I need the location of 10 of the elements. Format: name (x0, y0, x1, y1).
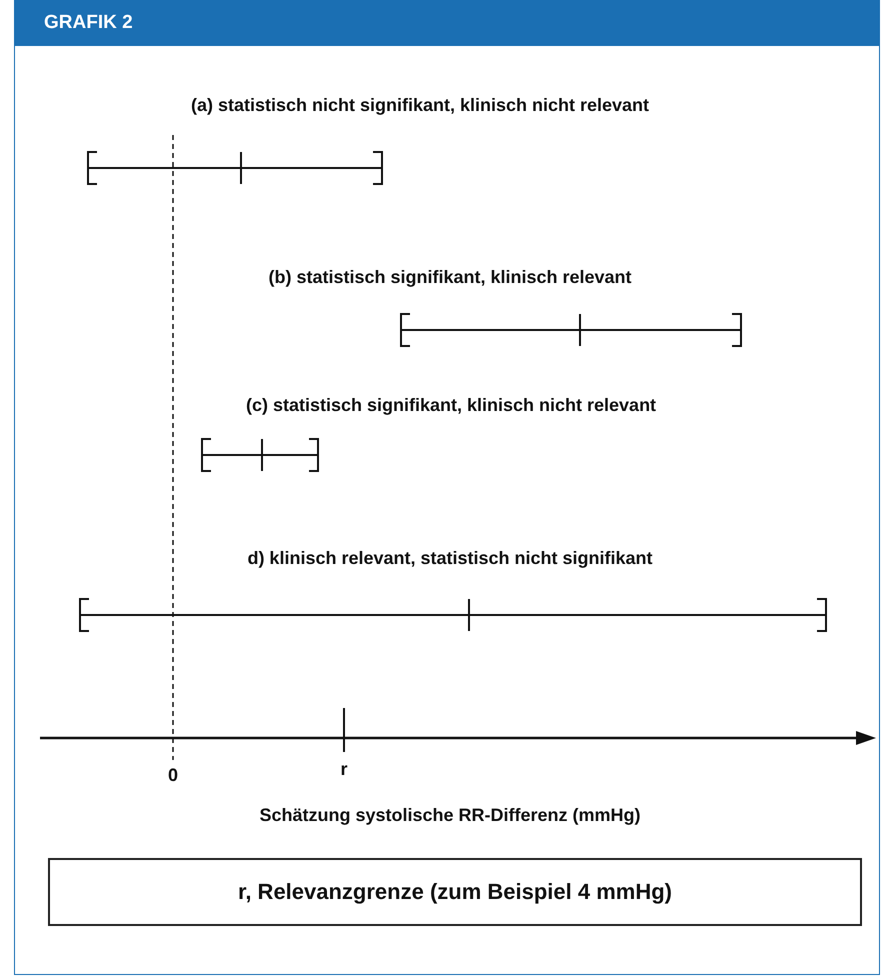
definition-box (48, 858, 862, 926)
definition-text: r, Relevanzgrenze (zum Beispiel 4 mmHg) (238, 879, 672, 905)
panel-heading: (b) statistisch signifikant, klinisch relevant (268, 266, 632, 288)
panel-heading: d) klinisch relevant, statistisch nicht signifikant (247, 547, 653, 569)
panel-heading: (a) statistisch nicht signifikant, klinisch nicht relevant (190, 94, 650, 116)
tick-label: 0 (168, 764, 178, 786)
panel-heading: (c) statistisch signifikant, klinisch nicht relevant (246, 394, 656, 416)
figure-title: GRAFIK 2 (44, 12, 133, 34)
tick-label: r (340, 758, 348, 780)
axis-title: Schätzung systolische RR-Differenz (mmHg) (259, 804, 641, 826)
